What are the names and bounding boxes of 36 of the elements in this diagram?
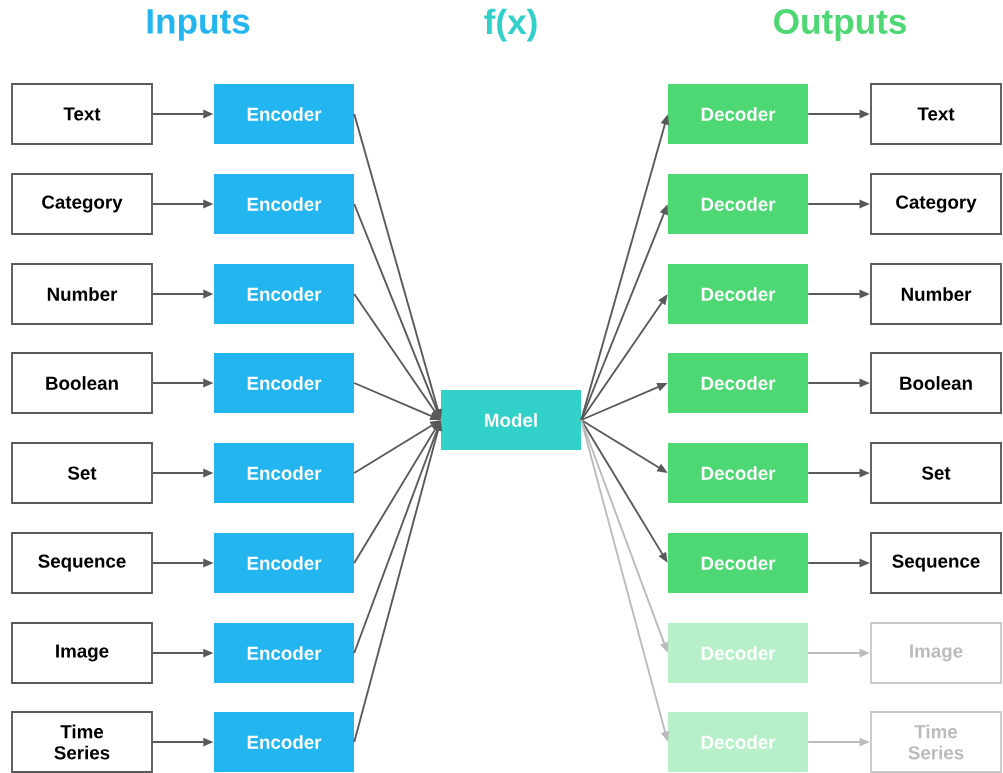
input-box: Image bbox=[11, 622, 153, 684]
input-box: Number bbox=[11, 263, 153, 325]
decoder-box: Decoder bbox=[668, 712, 808, 772]
input-box: Category bbox=[11, 173, 153, 235]
encoder-box: Encoder bbox=[214, 443, 354, 503]
decoder-box: Decoder bbox=[668, 623, 808, 683]
output-box: Number bbox=[870, 263, 1002, 325]
output-box: Category bbox=[870, 173, 1002, 235]
output-box: Set bbox=[870, 442, 1002, 504]
decoder-box: Decoder bbox=[668, 353, 808, 413]
encoder-box: Encoder bbox=[214, 623, 354, 683]
input-box: Boolean bbox=[11, 352, 153, 414]
column-heading: Inputs bbox=[147, 9, 250, 41]
decoder-box: Decoder bbox=[668, 533, 808, 593]
decoder-box: Decoder bbox=[668, 174, 808, 234]
input-box: Time Series bbox=[11, 711, 153, 773]
output-box: Boolean bbox=[870, 352, 1002, 414]
encoder-box: Encoder bbox=[214, 84, 354, 144]
encoder-box: Encoder bbox=[214, 264, 354, 324]
encoder-box: Encoder bbox=[214, 533, 354, 593]
decoder-box: Decoder bbox=[668, 264, 808, 324]
column-heading: Outputs bbox=[774, 9, 906, 41]
decoder-box: Decoder bbox=[668, 84, 808, 144]
encoder-box: Encoder bbox=[214, 174, 354, 234]
model-box: Model bbox=[441, 390, 581, 450]
input-box: Sequence bbox=[11, 532, 153, 594]
output-box: Time Series bbox=[870, 711, 1002, 773]
output-box: Image bbox=[870, 622, 1002, 684]
decoder-box: Decoder bbox=[668, 443, 808, 503]
encoder-box: Encoder bbox=[214, 353, 354, 413]
output-box: Text bbox=[870, 83, 1002, 145]
input-box: Text bbox=[11, 83, 153, 145]
output-box: Sequence bbox=[870, 532, 1002, 594]
encoder-box: Encoder bbox=[214, 712, 354, 772]
input-box: Set bbox=[11, 442, 153, 504]
column-heading: f(x) bbox=[484, 8, 537, 42]
